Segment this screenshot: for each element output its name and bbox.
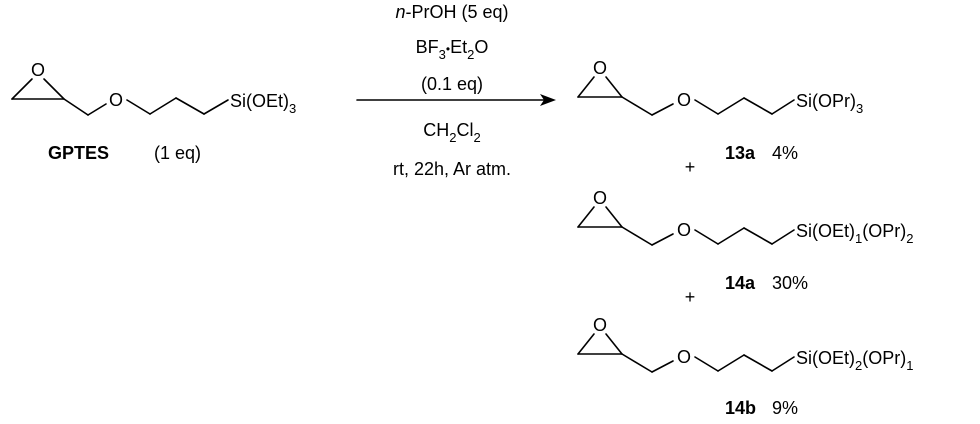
product-yield: 4% xyxy=(772,143,798,163)
epoxide-oxygen: O xyxy=(31,60,45,80)
silyl-group: Si(OEt)1(OPr)2 xyxy=(796,221,913,246)
silyl-group: Si(OEt)2(OPr)1 xyxy=(796,348,913,373)
epoxide-bond xyxy=(11,78,33,100)
chain-bond xyxy=(651,103,674,116)
chain-bond xyxy=(175,97,205,115)
epoxide-bond xyxy=(605,333,623,355)
plus-sign: + xyxy=(685,157,696,177)
chain-bond xyxy=(743,97,773,115)
product-yield: 9% xyxy=(772,398,798,418)
epoxide-bond xyxy=(605,76,623,98)
chain-bond xyxy=(621,96,653,116)
epoxide-bond xyxy=(577,76,595,98)
reactant-name: GPTES xyxy=(48,143,109,163)
silyl-group: Si(OEt)3 xyxy=(230,91,296,116)
conditions-medium-line: CH2Cl2 xyxy=(423,120,480,145)
chain-bond xyxy=(621,226,653,246)
chain-bond xyxy=(743,354,773,372)
product-13a-structure: O O Si(OPr)3 xyxy=(577,58,863,116)
chain-bond xyxy=(126,99,151,115)
chain-bond xyxy=(621,353,653,373)
chain-bond xyxy=(771,356,795,372)
product-label: 14b xyxy=(725,398,756,418)
chain-bond xyxy=(149,97,177,115)
epoxide-oxygen: O xyxy=(593,188,607,208)
reaction-arrow-head xyxy=(540,94,556,106)
product-14b-structure: O O Si(OEt)2(OPr)1 xyxy=(577,315,913,373)
chain-bond xyxy=(63,98,89,116)
chain-bond xyxy=(87,103,107,116)
epoxide-bond xyxy=(43,78,65,100)
ether-oxygen: O xyxy=(677,347,691,367)
chain-bond xyxy=(717,97,745,115)
epoxide-oxygen: O xyxy=(593,315,607,335)
epoxide-bond xyxy=(605,206,623,228)
chain-bond xyxy=(771,99,795,115)
chain-bond xyxy=(743,227,773,245)
reactant-structure: O O Si(OEt)3 xyxy=(11,60,296,116)
plus-sign: + xyxy=(685,287,696,307)
chain-bond xyxy=(203,99,229,115)
chain-bond xyxy=(651,360,674,373)
chain-bond xyxy=(771,229,795,245)
epoxide-bond xyxy=(577,206,595,228)
ether-oxygen: O xyxy=(109,90,123,110)
silyl-group: Si(OPr)3 xyxy=(796,91,863,116)
conditions-catalyst-equiv: (0.1 eq) xyxy=(421,74,483,94)
conditions-temperature-line: rt, 22h, Ar atm. xyxy=(393,159,511,179)
chain-bond xyxy=(717,227,745,245)
product-label: 13a xyxy=(725,143,756,163)
ether-oxygen: O xyxy=(677,220,691,240)
chain-bond xyxy=(694,99,719,115)
product-yield: 30% xyxy=(772,273,808,293)
epoxide-bond xyxy=(577,333,595,355)
conditions-catalyst-line: BF3•Et2O xyxy=(416,37,489,62)
chain-bond xyxy=(694,229,719,245)
chain-bond xyxy=(651,233,674,246)
chain-bond xyxy=(717,354,745,372)
conditions-solvent-line: n-PrOH (5 eq) xyxy=(395,2,508,22)
epoxide-oxygen: O xyxy=(593,58,607,78)
chain-bond xyxy=(694,356,719,372)
reaction-conditions: n-PrOH (5 eq) BF3•Et2O (0.1 eq) CH2Cl2 r… xyxy=(356,2,556,179)
product-label: 14a xyxy=(725,273,756,293)
product-14a-structure: O O Si(OEt)1(OPr)2 xyxy=(577,188,913,246)
ether-oxygen: O xyxy=(677,90,691,110)
reactant-equiv: (1 eq) xyxy=(154,143,201,163)
